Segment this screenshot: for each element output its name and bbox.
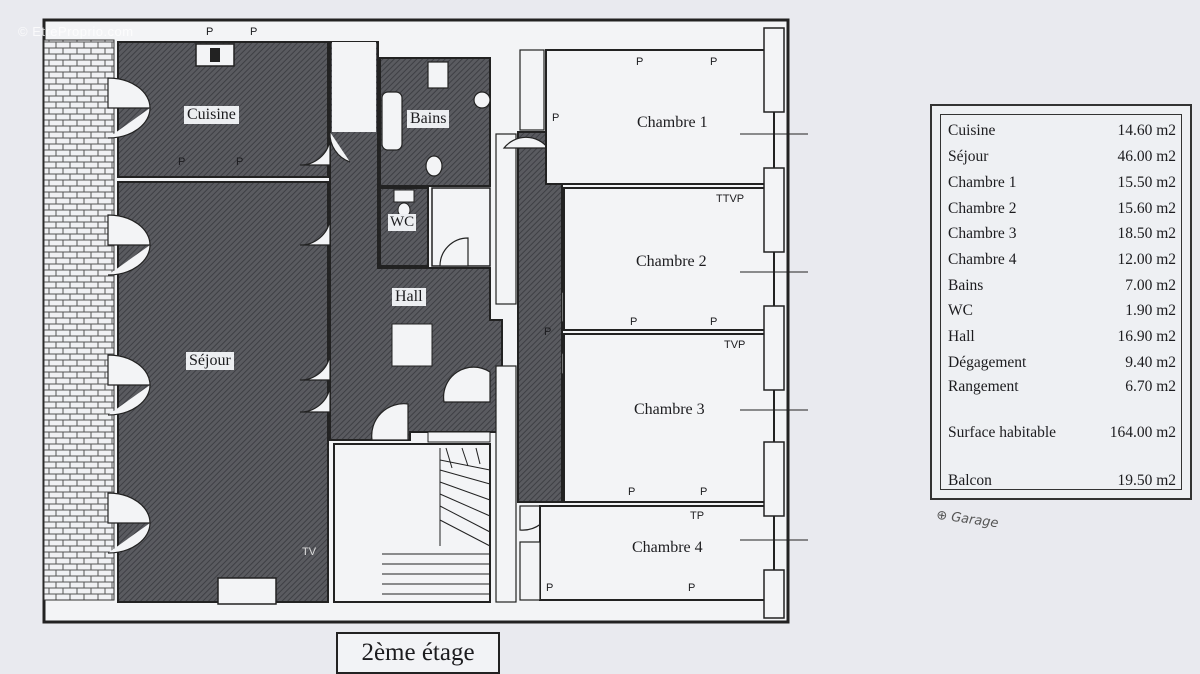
marker-p: P (546, 582, 554, 594)
area-row-name: Bains (948, 277, 984, 294)
marker-p: P (710, 56, 718, 68)
marker-p: P (630, 316, 638, 328)
degagement-area (517, 131, 563, 503)
area-row-value: 9.40 m2 (1125, 354, 1176, 371)
cuisine-label: Cuisine (184, 106, 239, 124)
marker-p: P (628, 486, 636, 498)
watermark: © EtreProprio.com (18, 24, 134, 39)
area-balcony-name: Balcon (948, 472, 992, 489)
area-row-name: Séjour (948, 148, 989, 165)
marker-p: P (544, 326, 552, 338)
chambre1-area (545, 49, 775, 185)
area-row: Cuisine 14.60 m2 (948, 122, 1176, 144)
area-total-name: Surface habitable (948, 424, 1057, 441)
area-row-value: 7.00 m2 (1125, 277, 1176, 294)
marker-ttvp: TTVP (716, 193, 745, 205)
area-row-value: 14.60 m2 (1117, 122, 1176, 139)
staircase (333, 443, 491, 603)
chambre1-label: Chambre 1 (637, 114, 708, 131)
marker-p: P (250, 26, 258, 38)
area-row-value: 15.50 m2 (1117, 174, 1176, 191)
balcony-doors (107, 77, 151, 554)
marker-p: P (206, 26, 214, 38)
chambre2-label: Chambre 2 (636, 253, 707, 270)
marker-p: P (236, 156, 244, 168)
area-row-value: 46.00 m2 (1117, 148, 1176, 165)
facade-windows (763, 27, 785, 619)
chambre3-label: Chambre 3 (634, 401, 705, 418)
area-table: Cuisine 14.60 m2 Séjour 46.00 m2 Chambre 1… (930, 104, 1192, 500)
hall-label: Hall (392, 288, 426, 306)
area-balcony-row: Balcon 19.50 m2 (948, 472, 1176, 494)
area-row-value: 12.00 m2 (1117, 251, 1176, 268)
area-row: Chambre 3 18.50 m2 (948, 225, 1176, 247)
area-row-name: Chambre 1 (948, 174, 1017, 191)
area-row-name: Dégagement (948, 354, 1027, 371)
area-row-name: Rangement (948, 378, 1019, 395)
area-balcony-value: 19.50 m2 (1117, 472, 1176, 489)
balcony-strip (43, 39, 115, 601)
marker-tvp: TVP (724, 339, 746, 351)
area-row: Hall 16.90 m2 (948, 328, 1176, 350)
sejour-area (117, 181, 329, 603)
area-table-inner (940, 114, 1182, 490)
hall-skylight (391, 323, 433, 367)
area-row-name: WC (948, 302, 973, 319)
marker-p: P (688, 582, 696, 594)
area-row-value: 6.70 m2 (1125, 378, 1176, 395)
area-total-value: 164.00 m2 (1109, 424, 1176, 441)
marker-p: P (552, 112, 560, 124)
chambre4-label: Chambre 4 (632, 539, 703, 556)
area-row-name: Chambre 3 (948, 225, 1017, 242)
area-row: Chambre 1 15.50 m2 (948, 174, 1176, 196)
wc-label: WC (388, 214, 417, 231)
area-row-name: Chambre 2 (948, 200, 1017, 217)
area-row-value: 15.60 m2 (1117, 200, 1176, 217)
area-row: Chambre 4 12.00 m2 (948, 251, 1176, 273)
area-row: Bains 7.00 m2 (948, 277, 1176, 299)
floor-title: 2ème étage (336, 632, 500, 674)
chambre4-area (539, 505, 775, 601)
stair-steps (382, 447, 491, 595)
marker-tp: TP (690, 510, 705, 522)
area-row-value: 16.90 m2 (1117, 328, 1176, 345)
area-row: WC 1.90 m2 (948, 302, 1176, 324)
sejour-label: Séjour (186, 352, 234, 370)
area-row: Rangement 6.70 m2 (948, 378, 1176, 400)
area-row: Séjour 46.00 m2 (948, 148, 1176, 170)
area-row-name: Cuisine (948, 122, 996, 139)
area-total-row: Surface habitable 164.00 m2 (948, 424, 1176, 446)
area-row-name: Chambre 4 (948, 251, 1017, 268)
bains-label: Bains (407, 110, 450, 128)
area-row: Dégagement 9.40 m2 (948, 354, 1176, 376)
marker-p: P (178, 156, 186, 168)
chambre3-area (563, 333, 775, 503)
area-row-name: Hall (948, 328, 975, 345)
marker-tv: TV (302, 546, 317, 558)
area-row-value: 18.50 m2 (1117, 225, 1176, 242)
chambre2-area (563, 187, 775, 331)
area-row: Chambre 2 15.60 m2 (948, 200, 1176, 222)
area-row-value: 1.90 m2 (1125, 302, 1176, 319)
marker-p: P (710, 316, 718, 328)
marker-p: P (636, 56, 644, 68)
marker-p: P (700, 486, 708, 498)
